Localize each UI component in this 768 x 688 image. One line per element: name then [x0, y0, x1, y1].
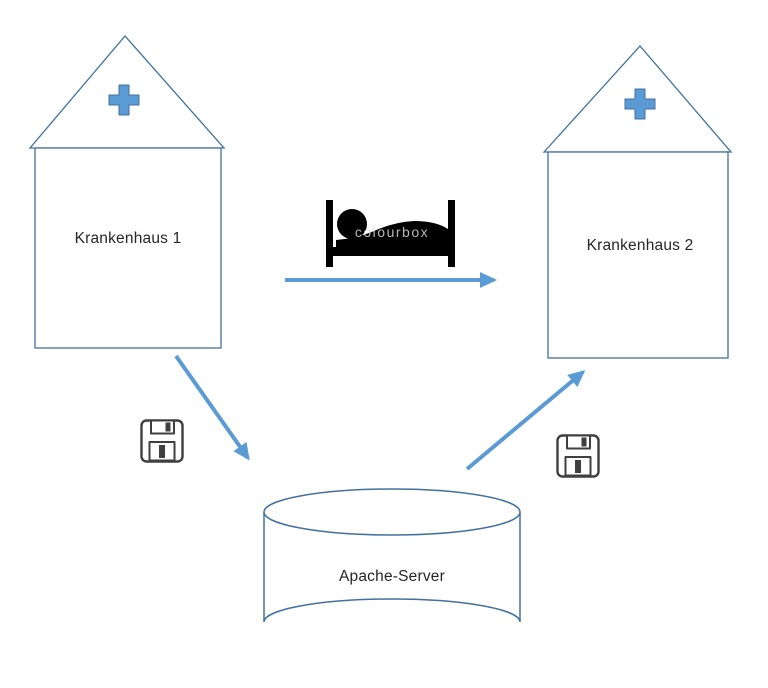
server-cylinder-top [263, 488, 521, 536]
arrow-server-to-hospital2 [465, 370, 586, 471]
server-node [263, 488, 521, 623]
arrow-hospital1-to-server [174, 354, 250, 461]
floppy-disk-icon [140, 419, 184, 463]
hospital1-node [28, 35, 226, 349]
hospital1-label: Krankenhaus 1 [74, 230, 182, 247]
hospital2-node [542, 45, 733, 359]
server-cylinder-body [263, 512, 521, 623]
floppy-disk-icon [556, 434, 600, 478]
hospital1-body [34, 147, 222, 349]
server-label: Apache-Server [339, 568, 445, 585]
stock-watermark: colourbox [354, 224, 430, 240]
patient-bed-icon [326, 200, 455, 267]
hospital2-body [547, 151, 729, 359]
hospital2-label: Krankenhaus 2 [586, 237, 694, 254]
